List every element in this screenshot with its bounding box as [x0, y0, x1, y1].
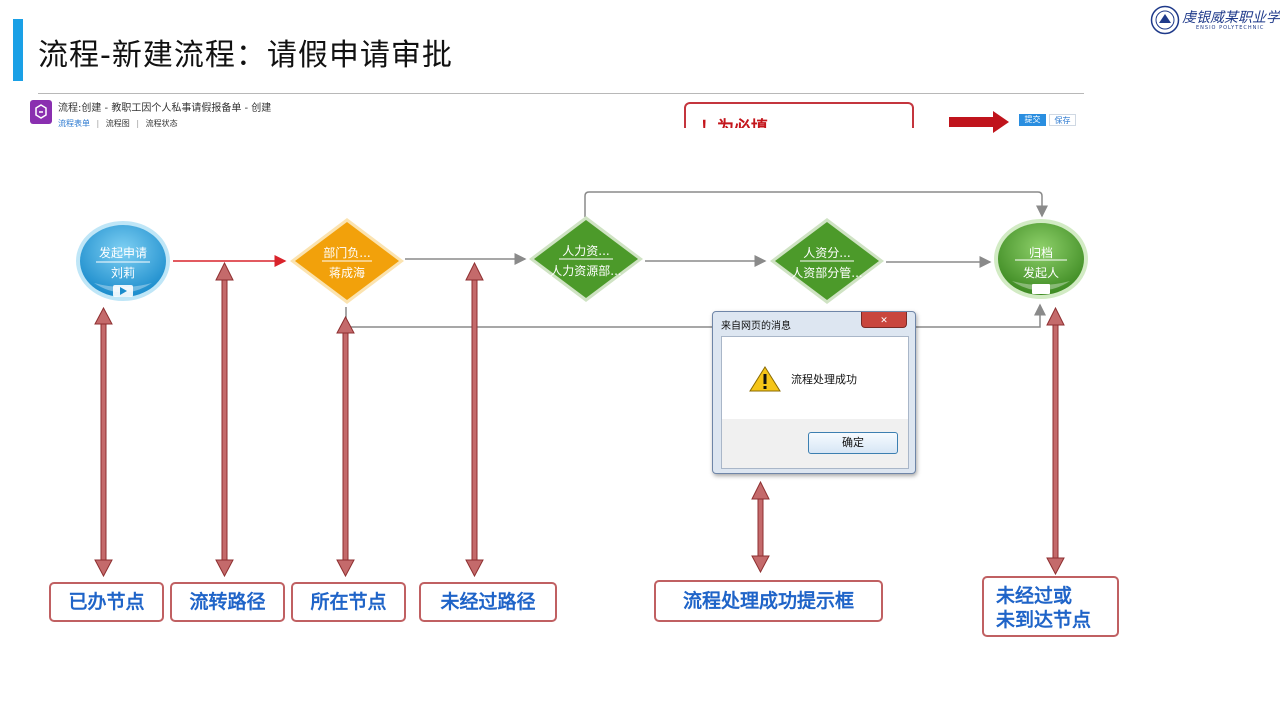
submit-button[interactable]: 提交 — [1019, 114, 1046, 126]
dialog-ok-button[interactable]: 确定 — [808, 432, 898, 454]
node-hr-manager[interactable] — [768, 216, 886, 306]
callout-arrow-done-node — [94, 306, 113, 578]
node-start[interactable] — [74, 220, 174, 304]
node-archive-label: 归档 — [1028, 246, 1053, 260]
node-dept-label: 部门负... — [323, 246, 371, 260]
app-icon — [30, 100, 52, 124]
slide-title: 流程-新建流程：请假申请审批 — [38, 38, 453, 73]
node-hr-manager-label: 人资分... — [803, 246, 851, 260]
app-window-title: 流程:创建 - 教职工因个人私事请假报备单 - 创建 — [58, 103, 272, 114]
label-success-dialog: 流程处理成功提示框 — [654, 580, 883, 622]
label-unvisited-node-line1: 未经过或 — [996, 585, 1073, 607]
callout-arrow-unvisited-node — [1046, 306, 1065, 576]
node-dept-head[interactable] — [288, 216, 406, 306]
play-icon — [120, 287, 127, 295]
node-hr-label: 人力资... — [562, 244, 610, 258]
callout-arrow-current-node — [336, 315, 355, 578]
dialog-title: 来自网页的消息 — [721, 321, 791, 332]
title-accent-bar — [13, 19, 23, 81]
dialog-message: 流程处理成功 — [791, 373, 857, 386]
dialog-close-button[interactable]: ✕ — [861, 312, 907, 328]
label-unvisited-path: 未经过路径 — [419, 582, 557, 622]
callout-arrow-unvisited-path — [465, 261, 484, 578]
tab-flow-form[interactable]: 流程表单 — [58, 119, 90, 128]
tab-flow-status[interactable]: 流程状态 — [145, 119, 178, 128]
flow-path-top-loop — [584, 191, 1048, 218]
callout-arrow-dialog — [751, 480, 770, 574]
save-button[interactable]: 保存 — [1049, 114, 1076, 126]
school-emblem-icon — [1150, 5, 1180, 35]
node-hr[interactable] — [527, 214, 645, 304]
node-dept-user: 蒋成海 — [328, 266, 365, 280]
required-note: ！为必填 — [700, 118, 768, 128]
required-note-box: ！为必填 — [684, 102, 914, 128]
warning-icon — [749, 366, 781, 392]
school-logo-subtitle: ENSIO POLYTECHNIC — [1196, 25, 1265, 31]
label-current-node: 所在节点 — [291, 582, 406, 622]
school-logo-text: 虔银威某职业学院 — [1182, 10, 1280, 26]
label-unvisited-node: 未经过或 未到达节点 — [982, 576, 1119, 637]
label-flow-path: 流转路径 — [170, 582, 285, 622]
node-archive[interactable] — [993, 218, 1093, 302]
node-hr-manager-user: 人资部分管... — [791, 266, 863, 280]
red-arrow-icon — [949, 111, 1009, 133]
app-tab-bar: 流程表单 | 流程图 | 流程状态 — [58, 119, 178, 128]
message-dialog: 来自网页的消息 ✕ 流程处理成功 确定 — [712, 311, 916, 474]
node-hr-user: 人力资源部... — [550, 264, 622, 278]
node-archive-user: 发起人 — [1022, 266, 1059, 280]
stop-icon — [1032, 284, 1050, 294]
node-start-label: 发起申请 — [98, 246, 147, 260]
title-divider — [38, 93, 1084, 94]
label-done-node: 已办节点 — [49, 582, 164, 622]
tab-flow-chart[interactable]: 流程图 — [105, 119, 130, 128]
label-unvisited-node-line2: 未到达节点 — [996, 609, 1092, 631]
node-start-user: 刘莉 — [110, 266, 135, 280]
callout-arrow-flow-path — [215, 261, 234, 578]
dialog-body: 流程处理成功 确定 — [721, 336, 909, 469]
